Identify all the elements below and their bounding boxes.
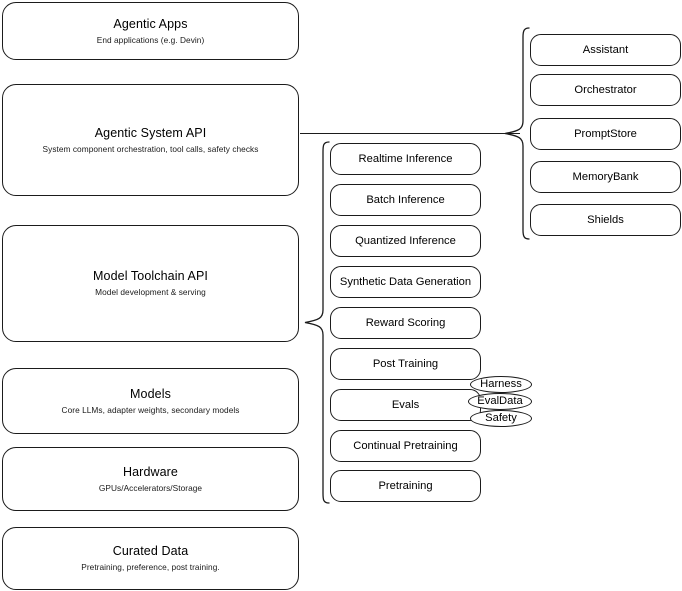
capability-label: Pretraining — [378, 480, 433, 492]
capability-label: Reward Scoring — [365, 317, 446, 329]
capability-label: Evals — [391, 399, 420, 411]
stack-layer-subtitle: Core LLMs, adapter weights, secondary mo… — [61, 404, 240, 415]
component-label: MemoryBank — [572, 171, 639, 183]
evals-subcomponent-safety[interactable]: Safety — [470, 410, 532, 427]
component-orchestrator[interactable]: Orchestrator — [530, 74, 681, 106]
capability-label: Post Training — [372, 358, 439, 370]
stack-layer-title: Hardware — [123, 464, 178, 479]
capability-label: Continual Pretraining — [353, 440, 458, 452]
capability-continual-pretraining[interactable]: Continual Pretraining — [330, 430, 481, 462]
capability-label: Quantized Inference — [355, 235, 456, 247]
capability-quantized-inference[interactable]: Quantized Inference — [330, 225, 481, 257]
evals-subcomponent-harness[interactable]: Harness — [470, 376, 532, 393]
brace-agentic-system-components — [504, 27, 530, 240]
capability-evals[interactable]: Evals — [330, 389, 481, 421]
stack-layer-subtitle: End applications (e.g. Devin) — [96, 34, 205, 45]
capability-label: Batch Inference — [366, 194, 445, 206]
stack-layer-agentic-apps[interactable]: Agentic Apps End applications (e.g. Devi… — [2, 2, 299, 60]
capability-label: Realtime Inference — [358, 153, 453, 165]
stack-layer-model-toolchain-api[interactable]: Model Toolchain API Model development & … — [2, 225, 299, 342]
component-label: Orchestrator — [574, 84, 637, 96]
evals-subcomponent-label: EvalData — [477, 395, 523, 407]
stack-layer-title: Curated Data — [112, 544, 189, 558]
capability-batch-inference[interactable]: Batch Inference — [330, 184, 481, 216]
stack-layer-models[interactable]: Models Core LLMs, adapter weights, secon… — [2, 368, 299, 434]
component-label: Assistant — [582, 44, 629, 56]
stack-layer-title: Models — [130, 386, 171, 401]
stack-layer-subtitle: GPUs/Accelerators/Storage — [98, 482, 203, 493]
component-memorybank[interactable]: MemoryBank — [530, 161, 681, 193]
stack-layer-curated-data[interactable]: Curated Data Pretraining, preference, po… — [2, 527, 299, 590]
capability-synthetic-data-generation[interactable]: Synthetic Data Generation — [330, 266, 481, 298]
capability-realtime-inference[interactable]: Realtime Inference — [330, 143, 481, 175]
stack-layer-hardware[interactable]: Hardware GPUs/Accelerators/Storage — [2, 447, 299, 511]
component-label: Shields — [587, 214, 624, 226]
stack-layer-title: Agentic System API — [94, 125, 207, 140]
evals-subcomponent-label: Harness — [480, 378, 522, 390]
stack-layer-subtitle: System component orchestration, tool cal… — [42, 143, 259, 154]
connector-agentic-system-api-to-components — [300, 133, 520, 134]
component-assistant[interactable]: Assistant — [530, 34, 681, 66]
stack-layer-title: Model Toolchain API — [93, 269, 208, 283]
component-promptstore[interactable]: PromptStore — [530, 118, 681, 150]
capability-post-training[interactable]: Post Training — [330, 348, 481, 380]
evals-subcomponent-label: Safety — [485, 412, 517, 424]
stack-layer-title: Agentic Apps — [113, 16, 188, 31]
brace-toolchain-capabilities — [304, 141, 330, 504]
stack-layer-agentic-system-api[interactable]: Agentic System API System component orch… — [2, 84, 299, 196]
evals-subcomponent-evaldata[interactable]: EvalData — [468, 393, 532, 410]
stack-layer-subtitle: Pretraining, preference, post training. — [81, 562, 220, 572]
stack-layer-subtitle: Model development & serving — [95, 287, 206, 297]
component-label: PromptStore — [574, 128, 637, 140]
capability-reward-scoring[interactable]: Reward Scoring — [330, 307, 481, 339]
capability-label: Synthetic Data Generation — [339, 276, 472, 288]
component-shields[interactable]: Shields — [530, 204, 681, 236]
capability-pretraining[interactable]: Pretraining — [330, 470, 481, 502]
